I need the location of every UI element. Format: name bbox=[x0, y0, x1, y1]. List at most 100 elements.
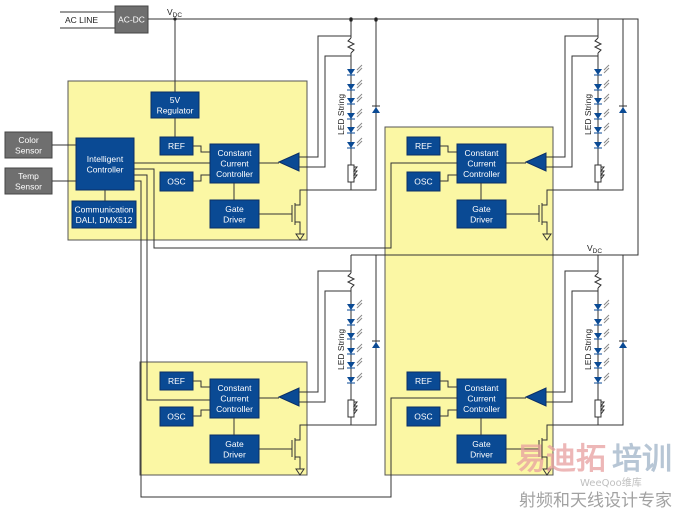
color-sensor-rect bbox=[4, 131, 53, 159]
constant-current-controller-label: Current bbox=[467, 159, 496, 169]
led-icon bbox=[347, 304, 355, 310]
ground-icon bbox=[295, 233, 305, 241]
inductor-icon bbox=[347, 164, 355, 183]
sense-wire-high bbox=[299, 270, 351, 393]
led-ray bbox=[603, 79, 610, 86]
led-ray bbox=[603, 346, 610, 353]
led-ray bbox=[603, 67, 610, 74]
diode-icon bbox=[372, 107, 380, 113]
constant-current-controller-label: Controller bbox=[463, 404, 500, 414]
freewheel-diode-wire bbox=[598, 255, 624, 426]
freewheel-diode-wire bbox=[351, 19, 377, 191]
led-ray bbox=[603, 111, 610, 118]
drain-wire bbox=[295, 424, 351, 441]
osc-wire bbox=[440, 174, 457, 182]
led-string-label: LED String bbox=[583, 94, 593, 135]
constant-current-controller-label: Constant bbox=[464, 148, 499, 158]
watermark-brand-blue: 培训 bbox=[612, 442, 672, 477]
led-ray bbox=[603, 93, 610, 100]
constant-current-controller-label: Constant bbox=[217, 148, 252, 158]
control-bus-module2 bbox=[134, 162, 457, 249]
led-ray bbox=[356, 302, 363, 309]
ref-block: REF bbox=[406, 136, 441, 156]
intelligent-controller-label: Controller bbox=[87, 164, 124, 174]
led-string-label: LED String bbox=[336, 94, 346, 135]
led-ray bbox=[603, 64, 610, 71]
intelligent-controller-rect bbox=[75, 137, 135, 191]
led-ray bbox=[356, 67, 363, 74]
led-ray bbox=[356, 375, 363, 382]
sense-amplifier-icon bbox=[524, 387, 547, 407]
led-icon bbox=[594, 319, 602, 325]
sense-resistor-icon bbox=[593, 37, 603, 54]
source-wire bbox=[542, 456, 548, 469]
led-ray bbox=[356, 331, 363, 338]
led-icon bbox=[347, 98, 355, 104]
led-icon bbox=[347, 142, 355, 148]
led-ray bbox=[356, 93, 363, 100]
diode-icon bbox=[619, 342, 627, 348]
osc-block: OSC bbox=[159, 171, 194, 192]
led-ray bbox=[356, 111, 363, 118]
ref-wire bbox=[440, 380, 457, 388]
led-icon bbox=[347, 319, 355, 325]
communication-block-label: Communication bbox=[74, 204, 133, 214]
led-ray bbox=[603, 331, 610, 338]
temp-sensor-label: Sensor bbox=[15, 181, 42, 191]
vdc-subscript: DC bbox=[173, 12, 183, 19]
led-icon bbox=[594, 304, 602, 310]
led-ray bbox=[356, 64, 363, 71]
led-ray bbox=[356, 125, 363, 132]
led-icon bbox=[347, 113, 355, 119]
led-ray bbox=[603, 317, 610, 324]
constant-current-controller-label: Constant bbox=[217, 383, 252, 393]
led-ray bbox=[603, 299, 610, 306]
source-wire bbox=[542, 221, 548, 234]
watermark-brand: 易迪拓 bbox=[516, 442, 606, 477]
diode-icon bbox=[372, 342, 380, 348]
sense-resistor-icon bbox=[346, 272, 356, 289]
led-icon bbox=[594, 362, 602, 368]
led-ray bbox=[603, 108, 610, 115]
led-icon bbox=[594, 142, 602, 148]
5v-regulator-rect bbox=[150, 91, 200, 119]
driver-module-4: REFOSCConstantCurrentControllerGateDrive… bbox=[406, 255, 627, 476]
led-string-label: LED String bbox=[583, 329, 593, 370]
color-sensor-label: Color bbox=[18, 135, 38, 145]
osc-block: OSC bbox=[159, 406, 194, 427]
led-icon bbox=[594, 98, 602, 104]
led-icon bbox=[347, 333, 355, 339]
constant-current-controller-label: Controller bbox=[463, 169, 500, 179]
ref-block: REF bbox=[406, 371, 441, 391]
led-ray bbox=[356, 372, 363, 379]
drain-wire bbox=[542, 424, 598, 441]
inductor-icon bbox=[347, 399, 355, 418]
drain-wire bbox=[542, 189, 598, 206]
ac-dc-converter-label: AC-DC bbox=[118, 15, 145, 25]
sense-resistor-icon bbox=[593, 272, 603, 289]
ref-block: REF bbox=[159, 371, 194, 391]
led-icon bbox=[347, 377, 355, 383]
inductor-coil bbox=[600, 166, 605, 180]
led-ray bbox=[356, 328, 363, 335]
sense-wire-high bbox=[546, 35, 598, 158]
osc-wire bbox=[193, 174, 210, 182]
source-wire bbox=[295, 456, 301, 469]
vdc-bus bbox=[148, 18, 639, 256]
sense-wire-low bbox=[546, 55, 598, 168]
control-bus-module4 bbox=[134, 180, 457, 498]
led-ray bbox=[603, 140, 610, 147]
led-ray bbox=[356, 82, 363, 89]
watermark-faint: WeeQoo维库 bbox=[580, 476, 642, 489]
freewheel-diode-wire bbox=[351, 255, 377, 426]
gate-driver-label: Driver bbox=[470, 214, 493, 224]
osc-wire bbox=[440, 409, 457, 417]
gate-driver-label: Driver bbox=[470, 449, 493, 459]
gate-driver-rect bbox=[209, 434, 260, 464]
constant-current-controller-label: Controller bbox=[216, 169, 253, 179]
constant-current-controller-rect bbox=[209, 378, 260, 419]
